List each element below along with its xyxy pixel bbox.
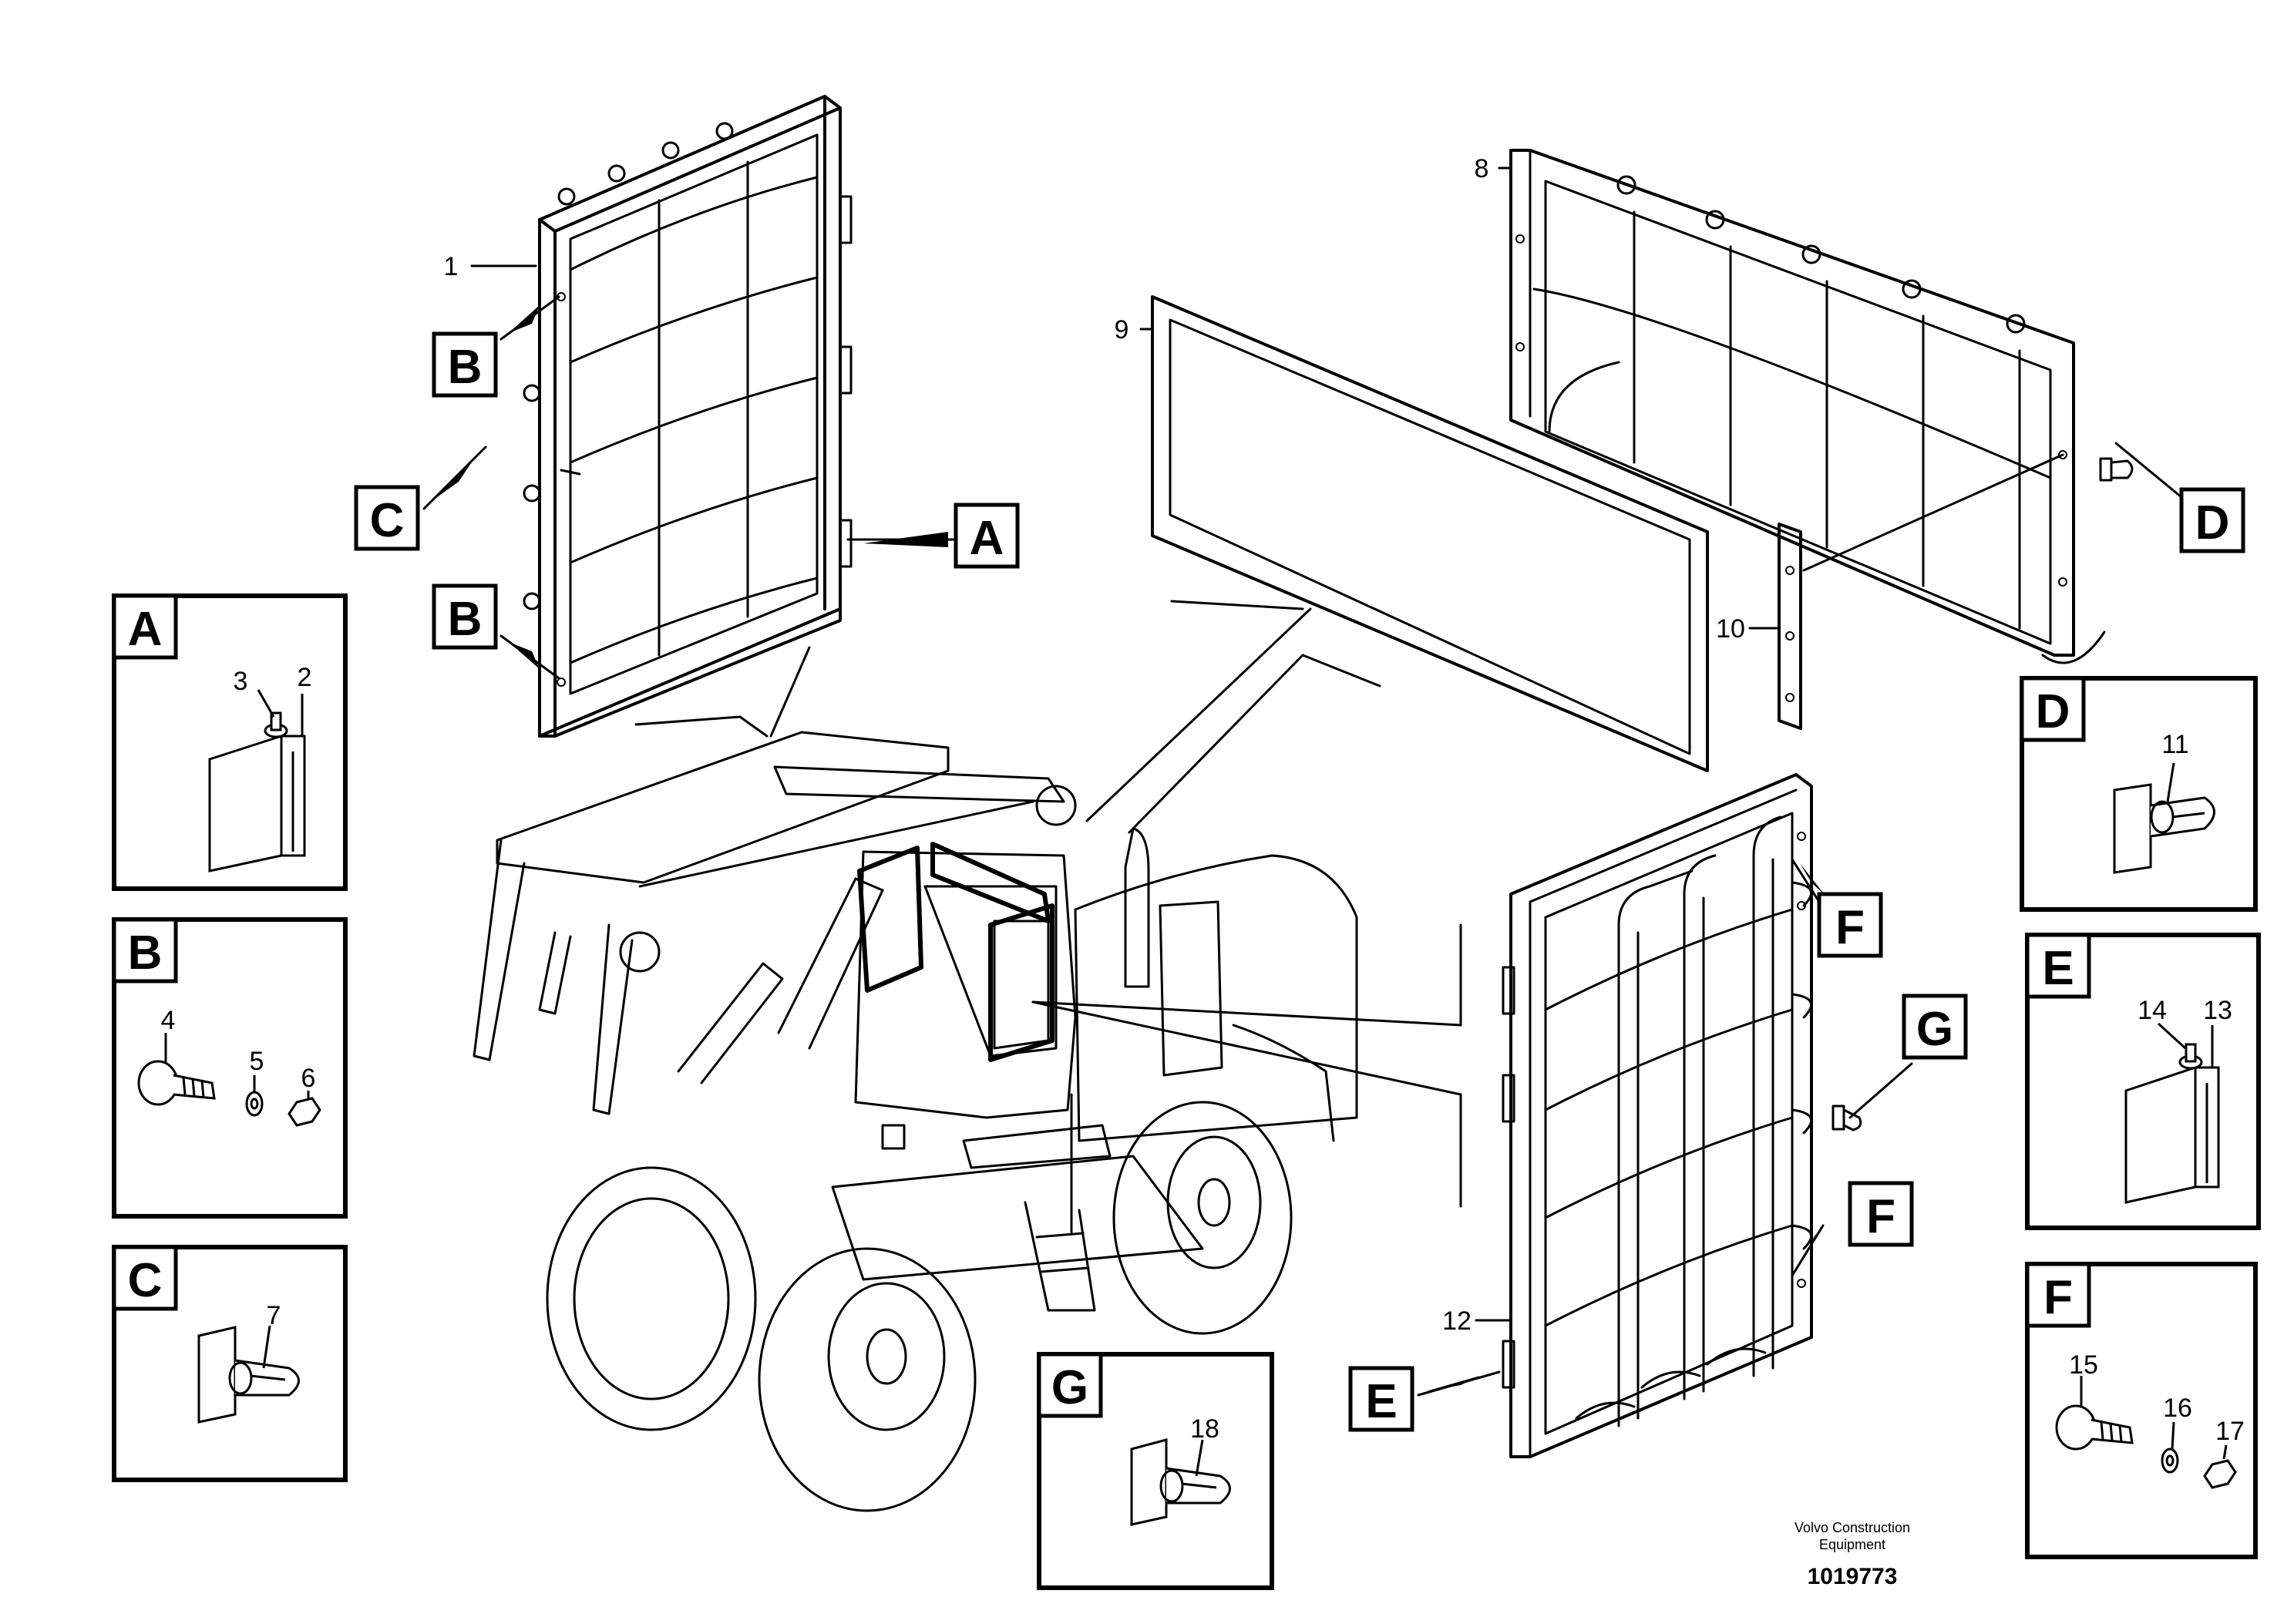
callout-c: C (354, 485, 420, 551)
svg-text:C: C (128, 1254, 163, 1307)
fastener-7-drawing (197, 1325, 300, 1424)
detail-a-label-3: 3 (234, 667, 248, 696)
detail-b-label-4: 4 (161, 1006, 176, 1035)
part-number-8: 8 (1475, 154, 1489, 183)
detail-box-d: D 11 (2020, 676, 2258, 912)
part-number-12: 12 (1442, 1306, 1472, 1336)
bolt-washer-nut-f-drawing (2055, 1376, 2237, 1489)
callout-a: A (954, 503, 1020, 569)
svg-text:B: B (448, 593, 483, 646)
detail-f-label-15: 15 (2069, 1350, 2098, 1380)
detail-g-label-18: 18 (1190, 1414, 1219, 1444)
footer-company-line2: Equipment (1819, 1537, 1885, 1552)
svg-text:G: G (1916, 1003, 1953, 1056)
guard-1-drawing (523, 95, 853, 738)
detail-b-label-6: 6 (301, 1064, 316, 1093)
callout-f-upper: F (1817, 892, 1883, 958)
fastener-11-drawing (2113, 762, 2215, 874)
svg-text:B: B (128, 926, 163, 980)
guard-12-drawing (1502, 773, 1862, 1458)
hinge-part-e-drawing (2124, 1022, 2220, 1204)
detail-box-a: A 3 2 (112, 593, 348, 891)
callout-g: G (1902, 994, 1968, 1060)
detail-f-label-17: 17 (2215, 1417, 2245, 1446)
strip-10-drawing (1778, 523, 1802, 730)
guard-8-drawing (1509, 149, 2134, 664)
svg-text:D: D (2036, 685, 2070, 738)
frame-9-drawing (1151, 295, 1709, 772)
detail-box-b: B 4 5 6 (112, 917, 348, 1219)
svg-text:A: A (970, 512, 1004, 565)
detail-e-label-14: 14 (2138, 996, 2167, 1025)
part-number-1: 1 (444, 252, 459, 281)
part-number-10: 10 (1716, 614, 1745, 644)
detail-e-label-13: 13 (2203, 996, 2232, 1025)
callout-f-lower: F (1848, 1181, 1914, 1247)
detail-box-c: C 7 (112, 1245, 348, 1482)
footer-company-line1: Volvo Construction (1794, 1520, 1910, 1535)
detail-box-e: E 14 13 (2025, 933, 2261, 1230)
detail-b-label-5: 5 (250, 1047, 264, 1076)
detail-a-label-2: 2 (298, 663, 312, 692)
arrowheads (432, 305, 2174, 1391)
svg-text:E: E (2042, 942, 2074, 995)
part-number-9: 9 (1115, 315, 1129, 345)
svg-text:F: F (1835, 901, 1865, 954)
callout-e: E (1348, 1366, 1414, 1432)
callout-b-lower: B (432, 583, 498, 650)
svg-text:F: F (2043, 1271, 2073, 1324)
callout-d: D (2179, 487, 2245, 553)
fastener-18-drawing (1130, 1438, 1231, 1526)
svg-text:B: B (448, 341, 483, 394)
svg-text:D: D (2195, 496, 2230, 550)
detail-c-label-7: 7 (267, 1301, 281, 1330)
hinge-part-drawing (208, 689, 306, 873)
svg-text:C: C (370, 494, 405, 547)
callout-b-upper: B (432, 331, 498, 398)
svg-text:F: F (1866, 1190, 1895, 1243)
bolt-washer-nut-drawing (137, 1033, 321, 1127)
detail-d-label-11: 11 (2161, 730, 2188, 759)
svg-text:G: G (1051, 1361, 1088, 1414)
detail-f-label-16: 16 (2163, 1394, 2192, 1423)
detail-box-g: G 18 (1037, 1352, 1274, 1590)
drawing-number: 1019773 (1808, 1564, 1898, 1589)
svg-text:A: A (128, 603, 163, 656)
wheel-loader-drawing (473, 731, 1358, 1512)
svg-text:E: E (1365, 1375, 1397, 1428)
detail-box-f: F 15 16 17 (2025, 1262, 2258, 1559)
